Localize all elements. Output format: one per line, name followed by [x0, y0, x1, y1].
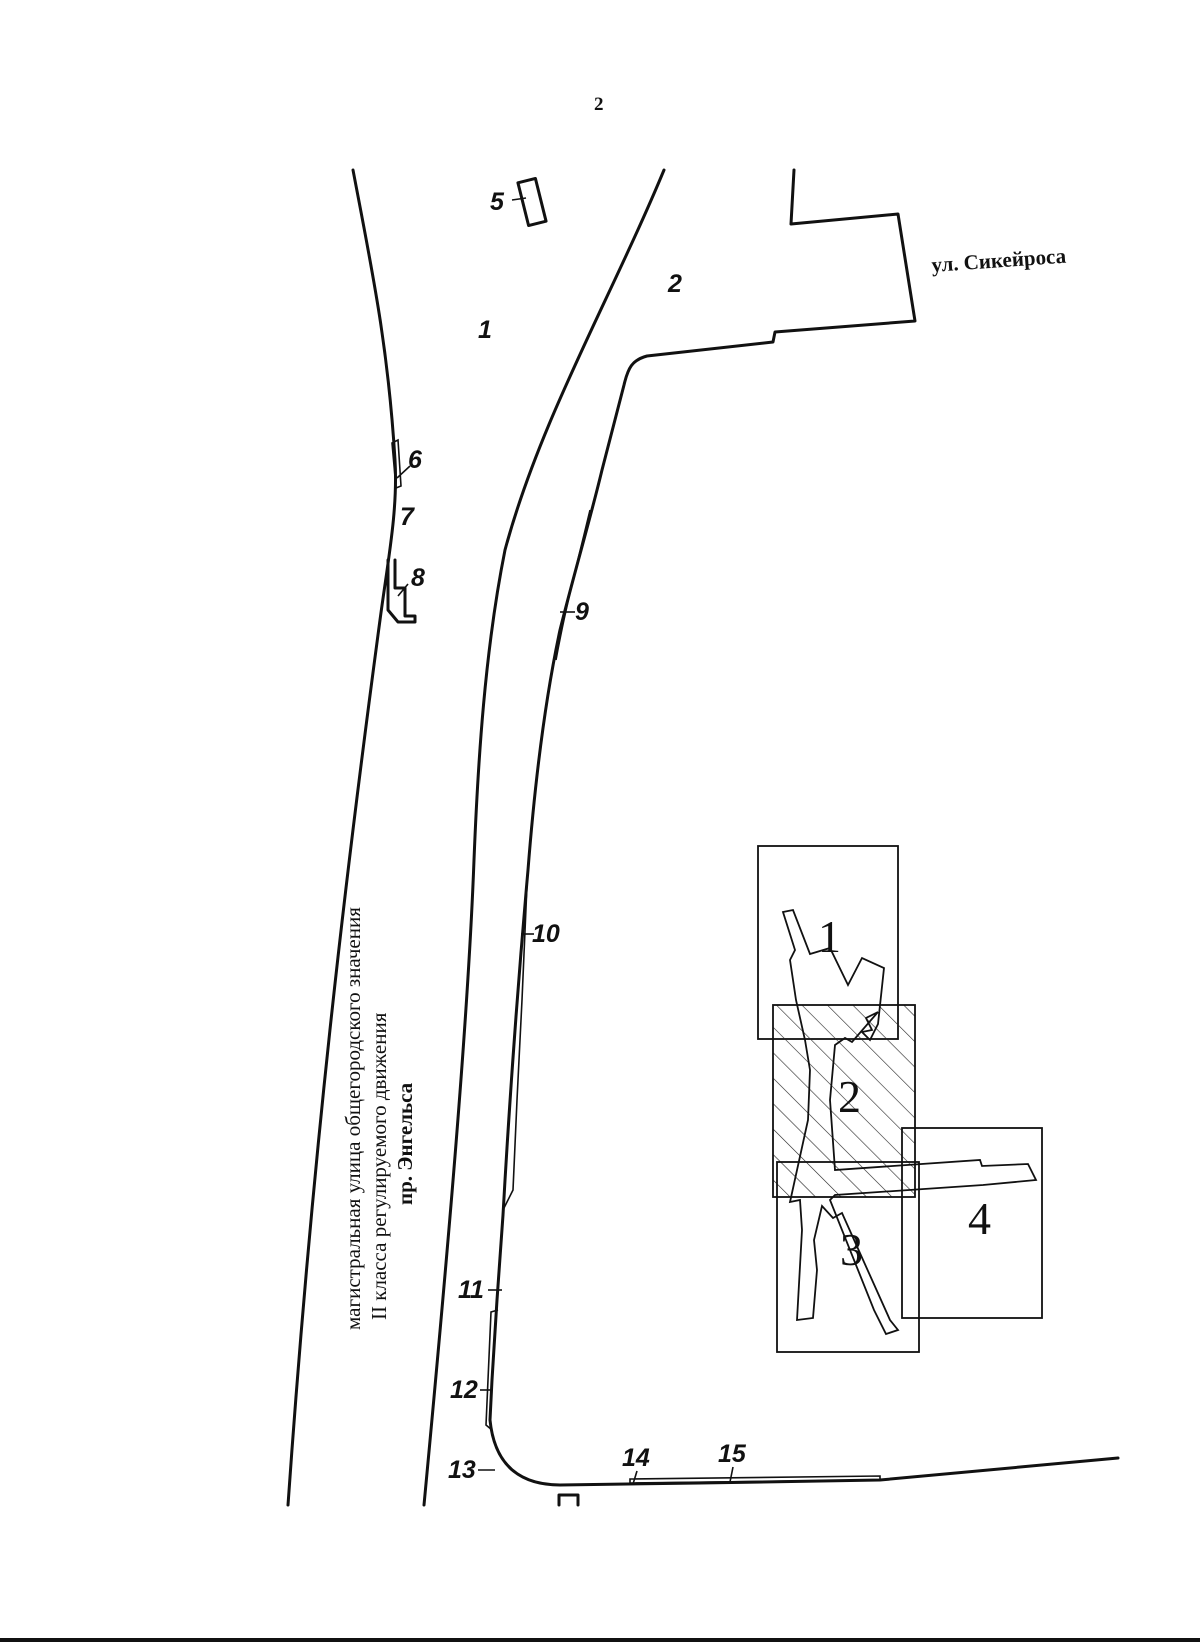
zone-label-1: 1 [478, 316, 492, 344]
plot-3-frame [776, 1161, 920, 1353]
plot-label-2: 2 [838, 1071, 861, 1122]
street-label-sikeirosa: ул. Сикейроса [931, 244, 1068, 277]
feature-6 [391, 438, 402, 490]
street-label-engelsa-line1: магистральная улица общегородского значе… [341, 907, 365, 1330]
point-label-5: 5 [490, 188, 505, 216]
plot-2-frame [772, 1004, 916, 1198]
block-boundary [488, 168, 1120, 1487]
sidewalk-strip-middle [502, 884, 528, 1211]
plot-label-4: 4 [968, 1193, 991, 1244]
point-label-6: 6 [408, 446, 423, 474]
feature-8 [386, 558, 417, 624]
point-label-12: 12 [450, 1376, 478, 1404]
plot-label-1: 1 [818, 911, 841, 962]
small-box-bottom [557, 1493, 580, 1507]
point-label-7: 7 [400, 503, 415, 531]
point-label-13: 13 [448, 1456, 476, 1484]
prospect-west-edge [286, 168, 398, 1507]
street-label-engelsa-line2: II класса регулируемого движения [367, 1012, 391, 1320]
zone-label-2: 2 [667, 270, 682, 298]
point-label-8: 8 [411, 564, 425, 592]
prospect-east-edge [422, 168, 666, 1507]
point-label-14: 14 [622, 1444, 650, 1472]
plot-label-3: 3 [840, 1224, 863, 1275]
point-label-10: 10 [532, 920, 560, 948]
sidewalk-strip-upper [555, 509, 591, 661]
street-label-engelsa-line3: пр. Энгельса [393, 1082, 417, 1205]
sidewalk-strip-lower [485, 1309, 499, 1431]
point-label-11: 11 [458, 1276, 484, 1304]
point-label-15: 15 [718, 1440, 747, 1468]
structure-outline [781, 908, 1038, 1336]
page-number: 2 [594, 94, 604, 115]
plot-4-frame [901, 1127, 1043, 1319]
point-label-9: 9 [575, 598, 589, 626]
sidewalk-strip-bottom [629, 1475, 881, 1484]
small-building-5 [516, 176, 548, 228]
